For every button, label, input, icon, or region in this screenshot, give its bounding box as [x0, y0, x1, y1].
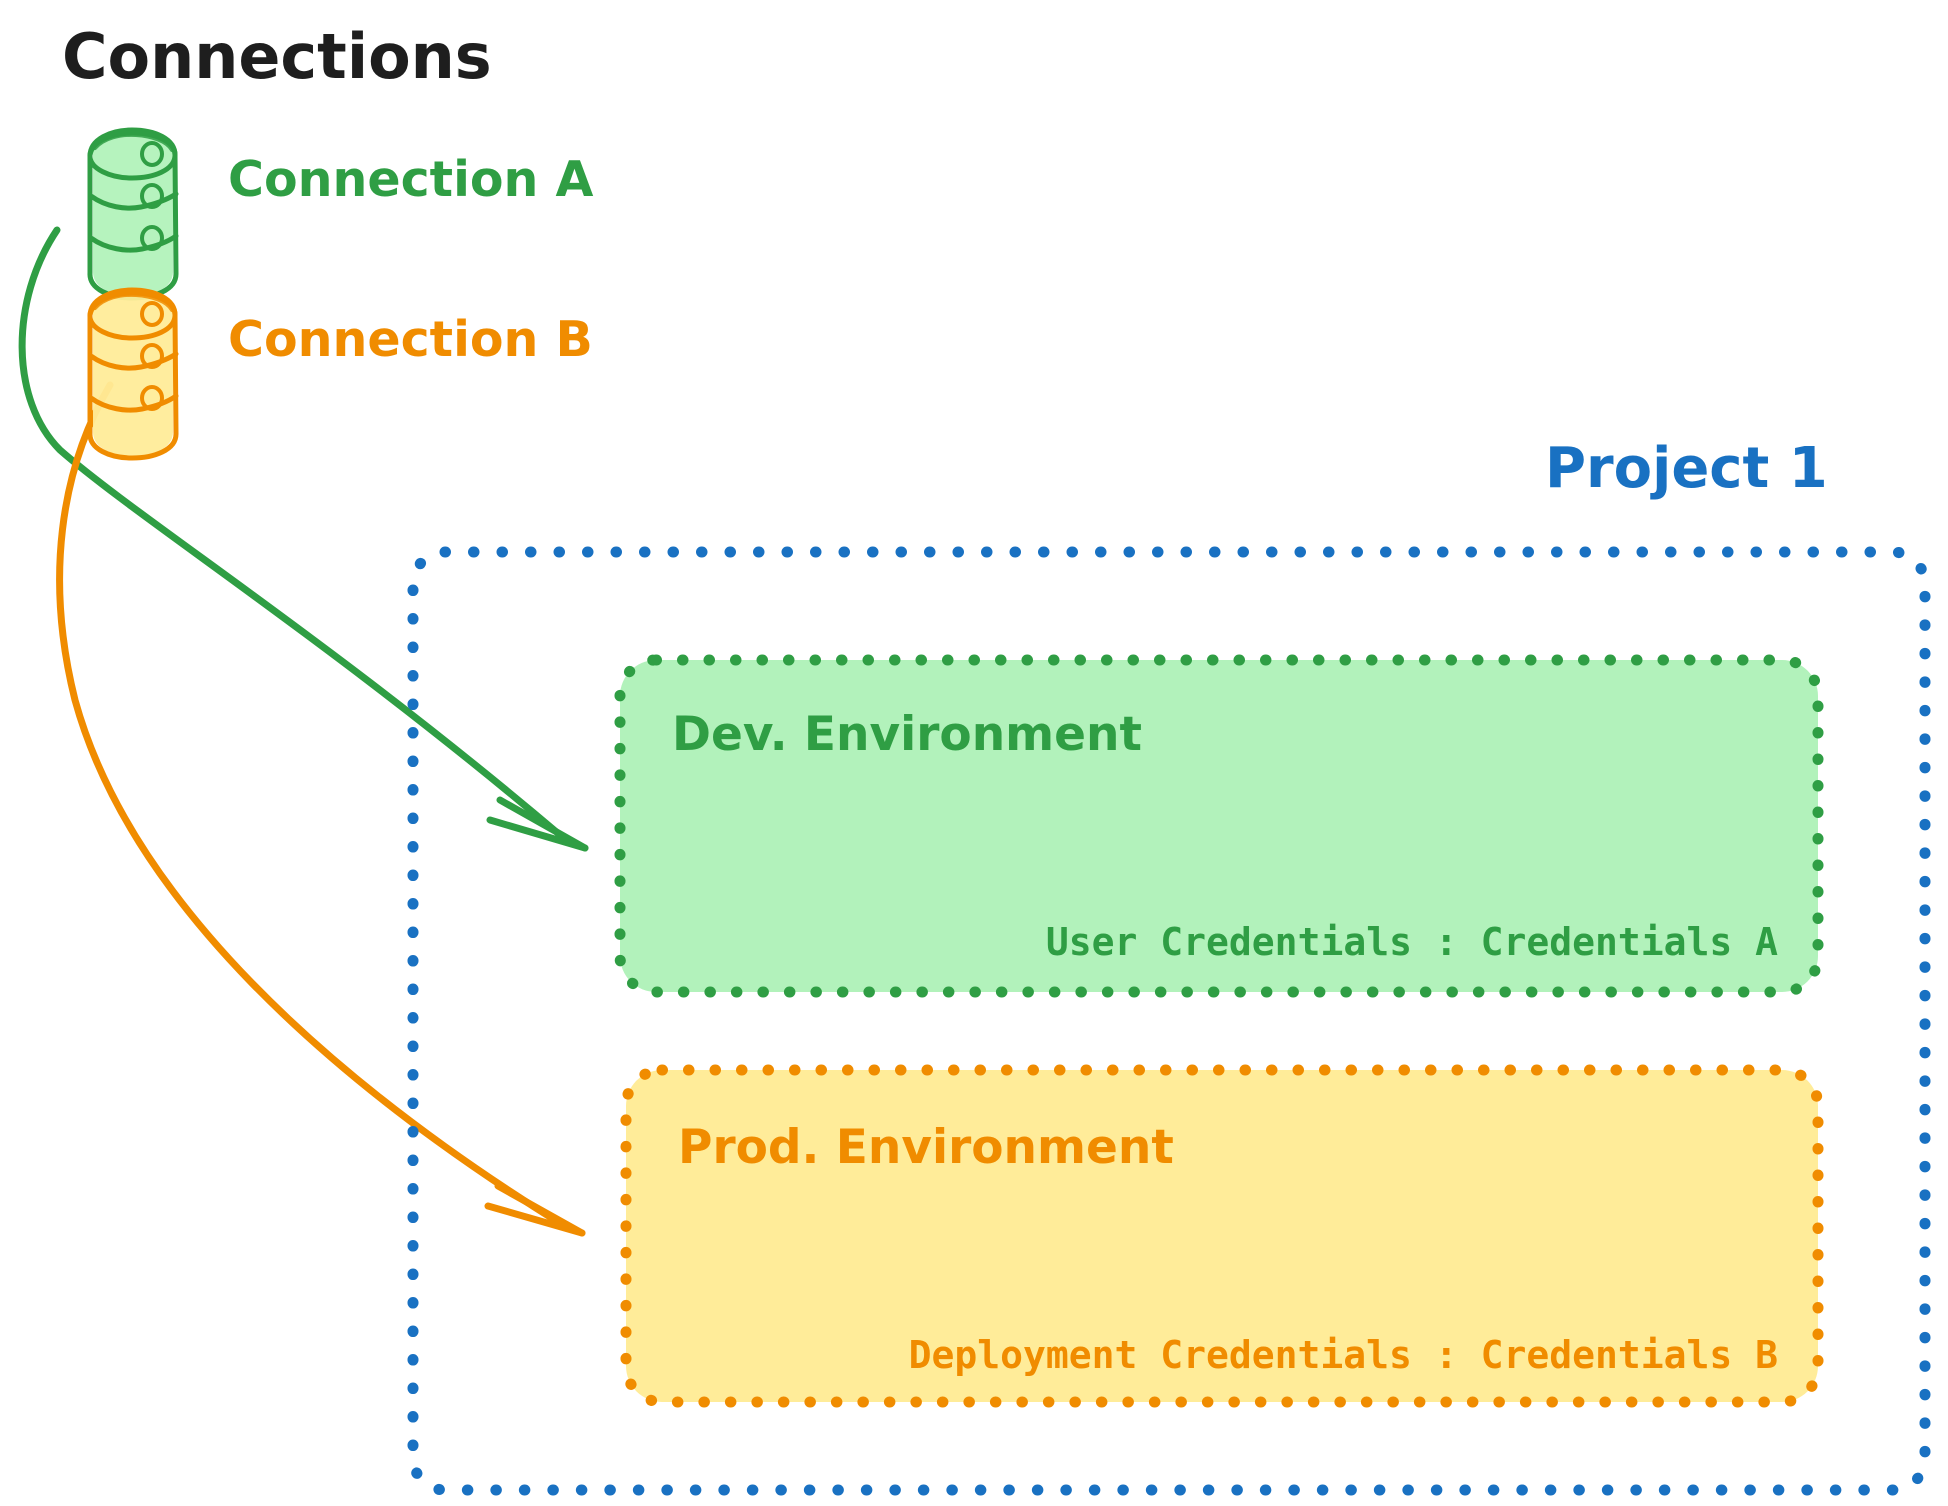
dev-environment-credentials: User Credentials : Credentials A [1046, 920, 1778, 964]
page-title: Connections [62, 20, 492, 93]
prod-environment-title: Prod. Environment [678, 1120, 1174, 1175]
dev-environment-fill [620, 660, 1818, 992]
prod-environment-border [620, 1064, 1824, 1408]
arrow-connection-a-to-dev [18, 226, 589, 852]
arrow-connection-b-to-prod [56, 381, 586, 1237]
project-label: Project 1 [1545, 436, 1828, 501]
dev-environment-border [614, 654, 1824, 998]
dev-environment-box[interactable] [614, 654, 1824, 998]
prod-environment-credentials: Deployment Credentials : Credentials B [909, 1333, 1778, 1377]
database-cylinder-icon[interactable] [87, 127, 179, 301]
dev-environment-title: Dev. Environment [672, 707, 1142, 762]
prod-environment-box[interactable] [620, 1064, 1824, 1408]
prod-environment-fill [626, 1070, 1818, 1402]
project-container [407, 546, 1931, 1496]
connection-b-label: Connection B [228, 311, 593, 368]
database-cylinder-icon[interactable] [87, 287, 179, 461]
connection-a-label: Connection A [228, 151, 593, 208]
